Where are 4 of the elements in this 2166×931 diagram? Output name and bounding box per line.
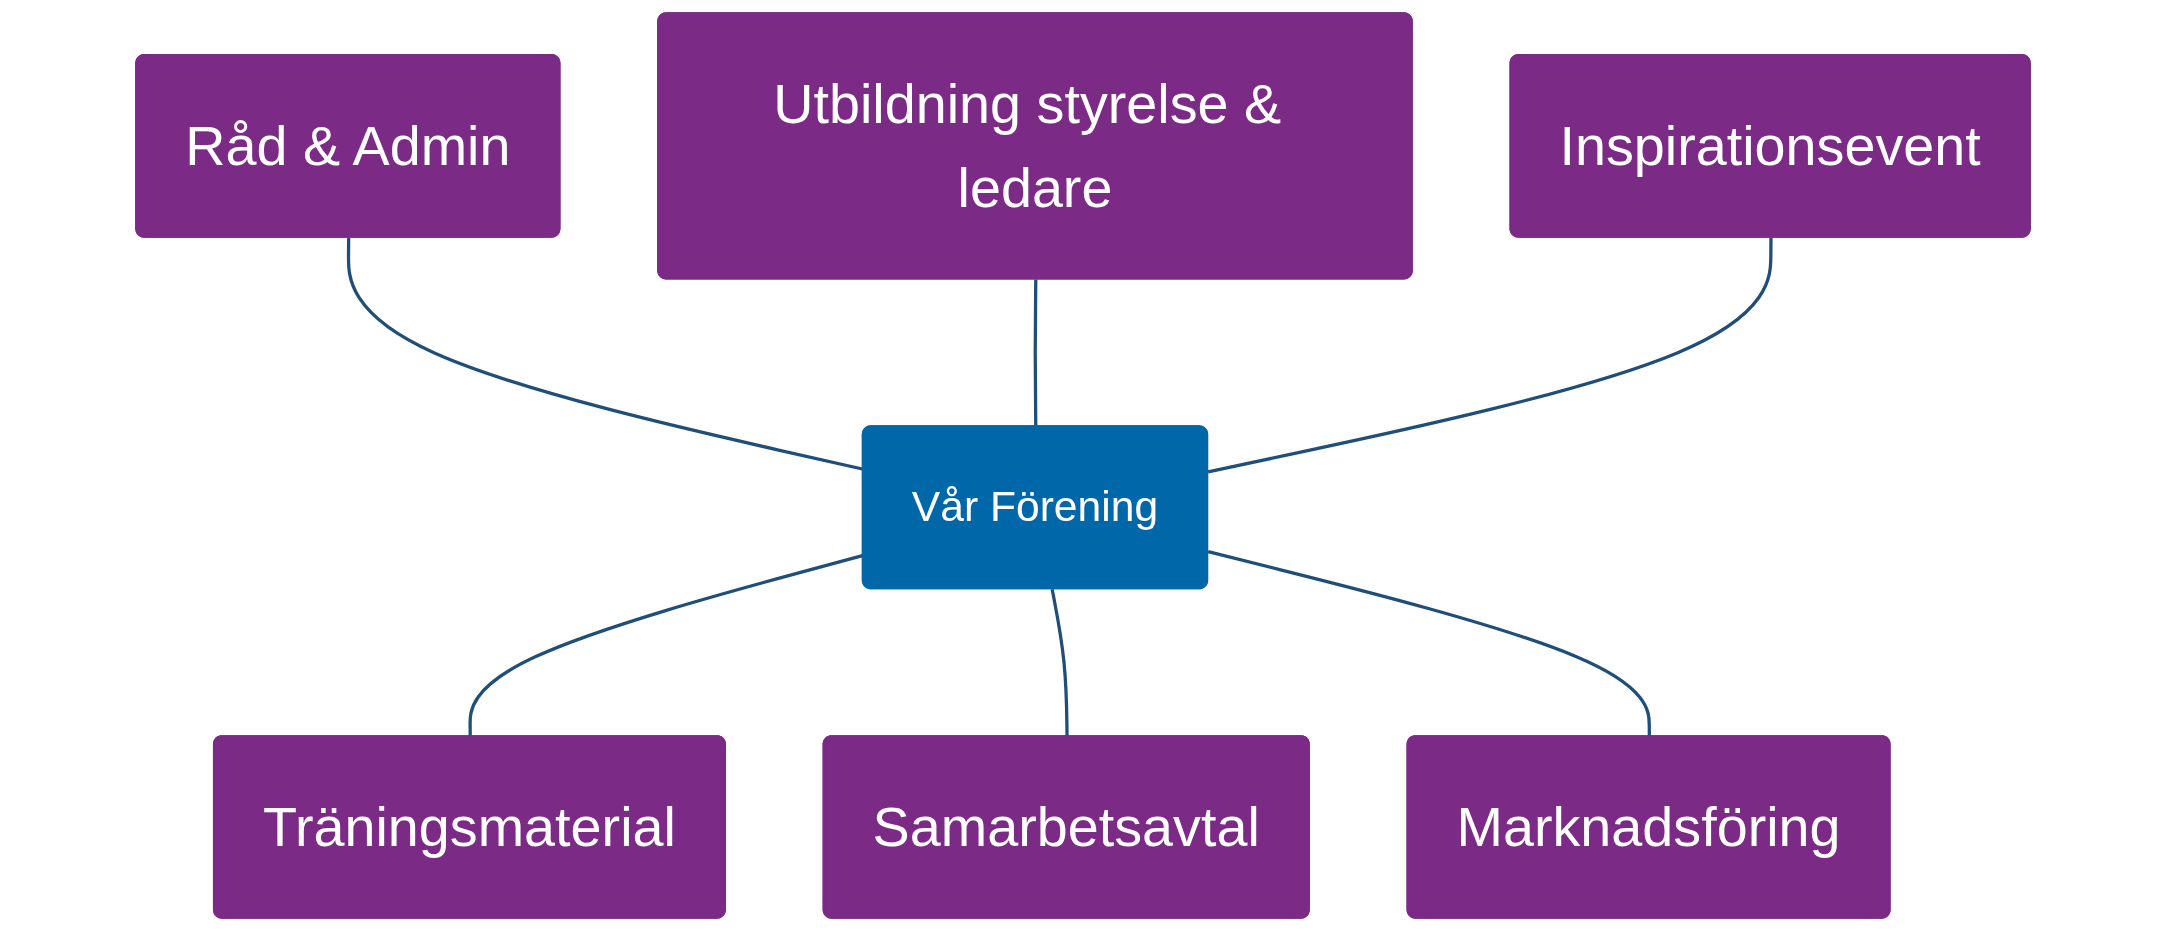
connector (1050, 588, 1069, 737)
connector (1033, 279, 1038, 427)
connector (1207, 237, 1773, 474)
connector (1207, 550, 1651, 737)
